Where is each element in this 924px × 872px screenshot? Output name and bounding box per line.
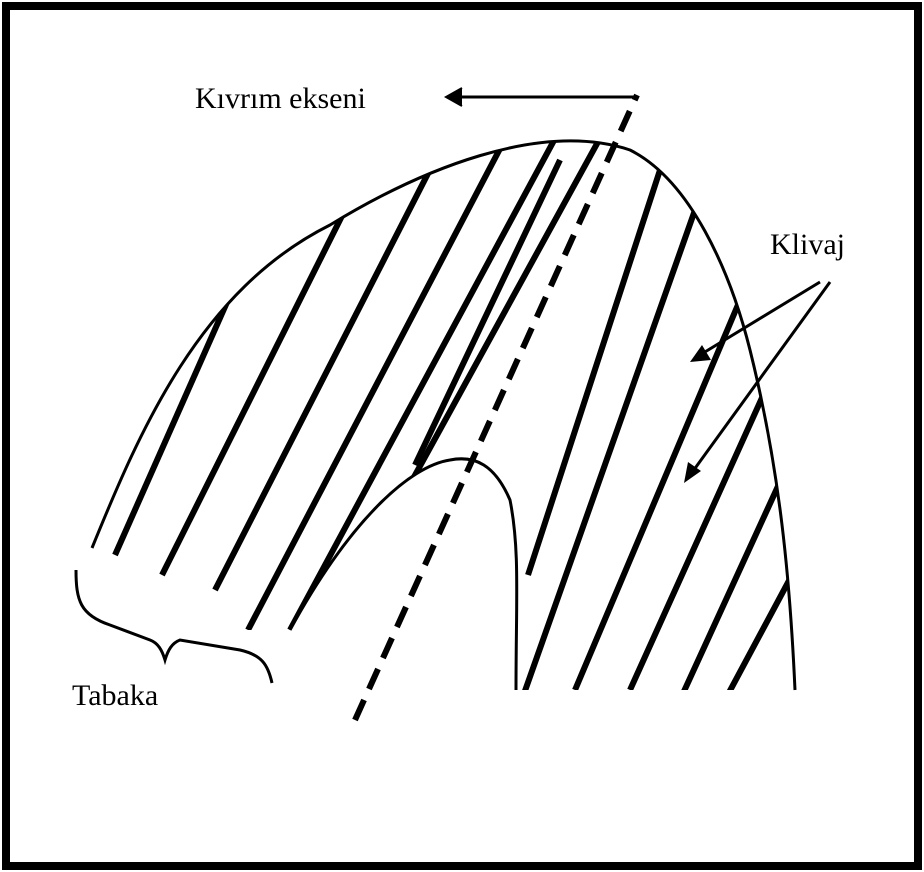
cleavage-line xyxy=(215,150,440,590)
fold-axis-arrow xyxy=(446,88,635,106)
fold-axis-label: Kıvrım ekseni xyxy=(195,82,366,115)
cleavage-line xyxy=(520,210,695,705)
cleavage-line xyxy=(330,120,610,630)
cleavage-line xyxy=(680,460,790,700)
cleavage-line xyxy=(630,380,770,690)
fold-inner-boundary xyxy=(290,459,517,690)
cleavage-line xyxy=(162,160,370,575)
layer-label: Tabaka xyxy=(72,679,158,712)
layer-bracket xyxy=(76,570,272,683)
cleavage-lines xyxy=(115,120,800,705)
cleavage-label: Klivaj xyxy=(770,228,845,261)
